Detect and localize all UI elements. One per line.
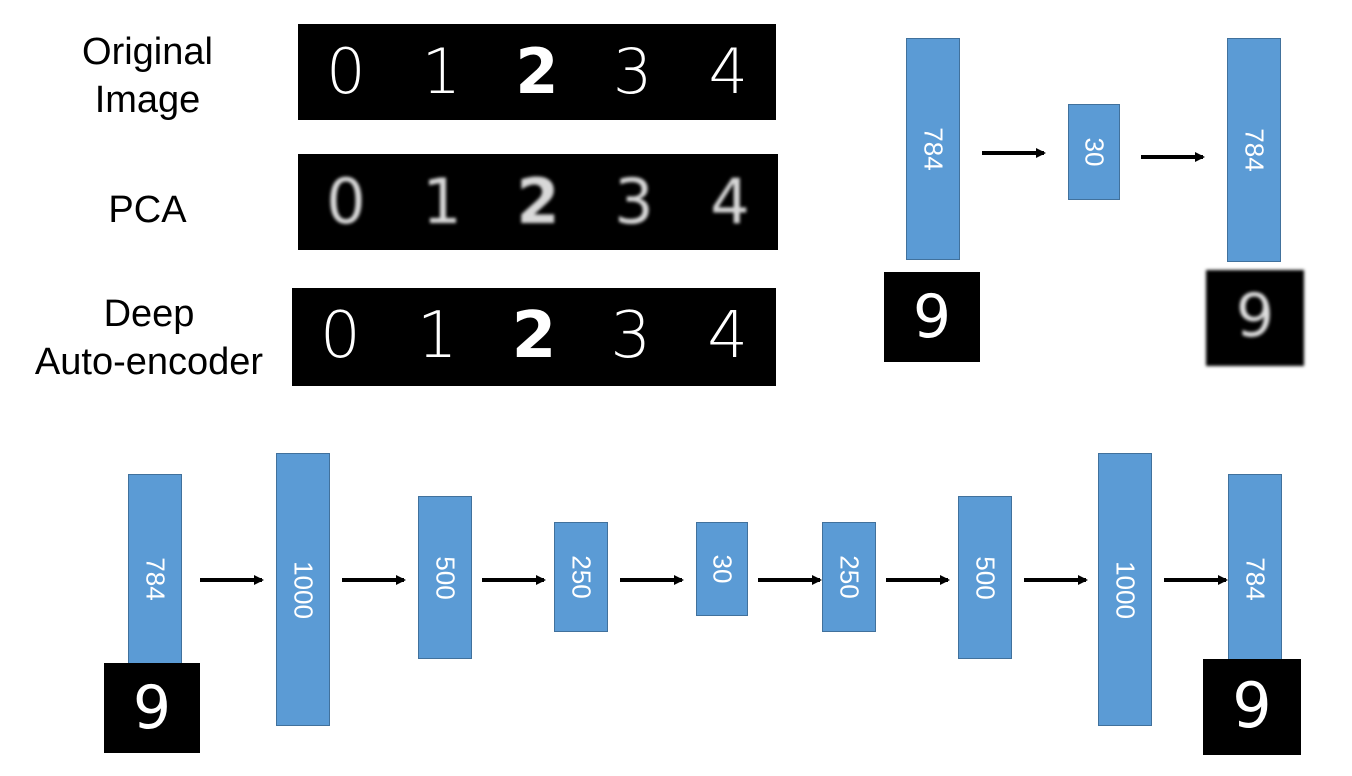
deep-digit: 4 <box>707 299 748 373</box>
layer-size-label: 784 <box>1239 128 1270 172</box>
layer-size-label: 784 <box>918 127 949 171</box>
label-deep-autoencoder: Deep Auto-encoder <box>34 293 264 383</box>
pca-digit: 0 <box>326 165 366 238</box>
layer-size-label: 500 <box>430 555 461 600</box>
bottom-layer-784-in: 784 <box>128 474 182 684</box>
bottom-input-digit-image: 9 <box>104 663 200 753</box>
layer-size-label: 30 <box>707 554 738 584</box>
deep-digit: 0 <box>320 299 361 373</box>
bottom-layer-250-enc: 250 <box>554 522 608 632</box>
deep-digit: 2 <box>511 299 557 373</box>
layer-size-label: 784 <box>1240 557 1271 601</box>
top-output-layer: 784 <box>1227 38 1281 262</box>
original-digit: 1 <box>421 35 462 108</box>
pca-digit: 1 <box>422 165 462 238</box>
bottom-layer-250-dec: 250 <box>822 522 876 632</box>
layer-size-label: 784 <box>140 557 171 601</box>
top-input-digit-image: 9 <box>884 272 980 362</box>
original-digit: 2 <box>515 35 559 108</box>
label-original-image: Original Image <box>82 31 213 121</box>
pca-digit: 2 <box>516 165 560 238</box>
bottom-layer-30-code: 30 <box>696 522 748 616</box>
top-code-layer: 30 <box>1068 104 1120 200</box>
top-input-layer: 784 <box>906 38 960 260</box>
bottom-reconstructed-digit-image: 9 <box>1203 659 1301 755</box>
bottom-layer-1000-enc: 1000 <box>276 453 330 726</box>
layer-size-label: 500 <box>970 555 1001 600</box>
label-pca: PCA <box>108 189 187 231</box>
layer-size-label: 250 <box>566 555 597 599</box>
bottom-layer-500-dec: 500 <box>958 496 1012 659</box>
pca-digit: 3 <box>614 165 654 238</box>
original-digit: 0 <box>326 35 366 108</box>
layer-size-label: 250 <box>834 555 865 599</box>
original-digit: 4 <box>708 35 748 108</box>
pca-digit: 4 <box>710 165 750 238</box>
deep-digit: 3 <box>610 299 652 373</box>
deep-digit: 1 <box>416 299 458 373</box>
layer-size-label: 1000 <box>288 560 319 619</box>
original-digit: 3 <box>612 35 653 108</box>
top-reconstructed-digit-image: 9 <box>1206 270 1304 366</box>
bottom-layer-1000-dec: 1000 <box>1098 453 1152 726</box>
layer-size-label: 1000 <box>1110 560 1141 619</box>
layer-size-label: 30 <box>1079 137 1110 167</box>
bottom-layer-784-out: 784 <box>1228 474 1282 684</box>
bottom-layer-500-enc: 500 <box>418 496 472 659</box>
